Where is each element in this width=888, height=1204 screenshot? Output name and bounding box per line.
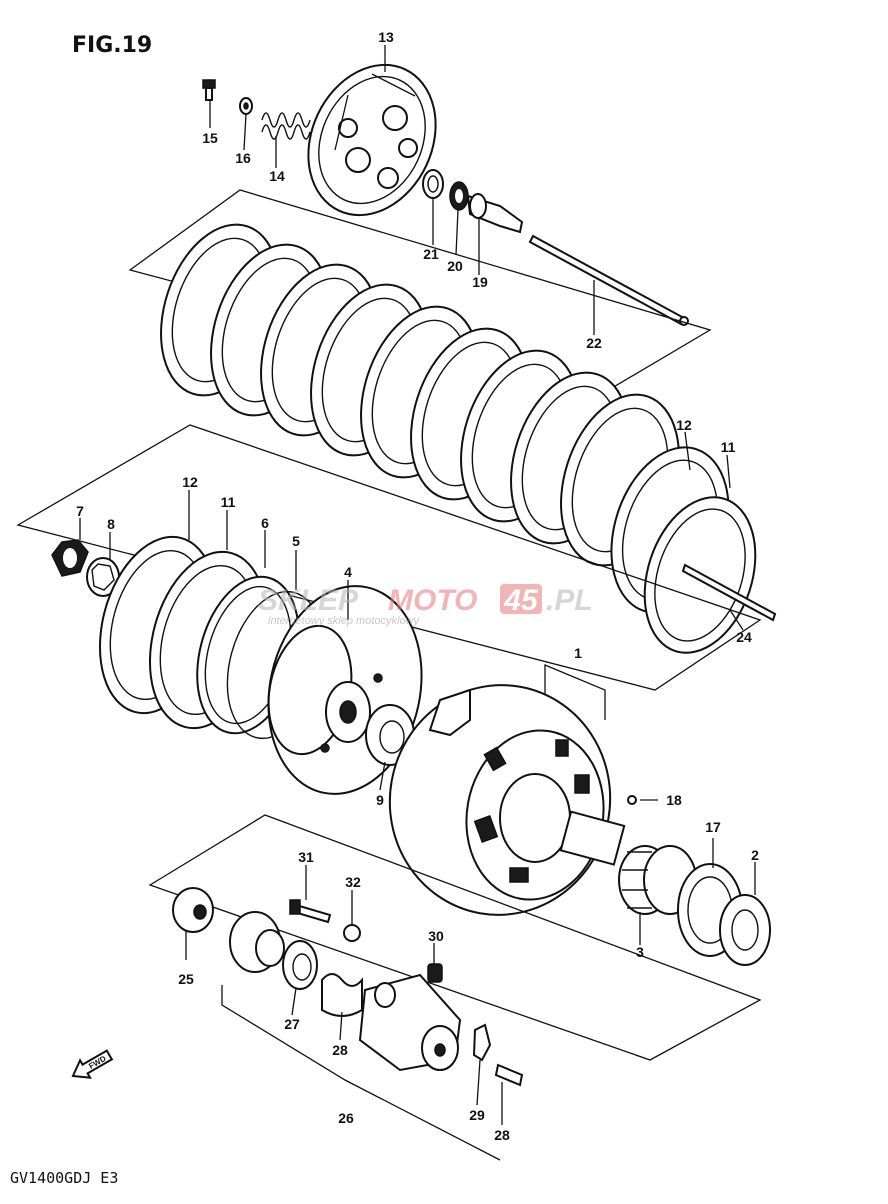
cap-24	[172, 887, 214, 933]
seal-26	[282, 940, 318, 990]
callout-7: 7	[76, 503, 84, 519]
callout-2: 2	[751, 847, 759, 863]
callout-23: 24	[736, 629, 752, 645]
watermark-tagline: internetowy sklep motocyklowy	[268, 615, 421, 627]
rod-22	[528, 234, 689, 326]
callout-12-right: 12	[676, 417, 692, 433]
boot-27	[321, 973, 363, 1017]
nut-7	[51, 539, 89, 577]
watermark-brand-part3: 45	[503, 584, 539, 617]
callout-12-left: 12	[182, 474, 198, 490]
washer-2	[719, 894, 771, 966]
watermark-brand-part2: MOTO	[388, 584, 477, 617]
bolt-31	[289, 899, 332, 924]
washer-16	[239, 97, 253, 115]
callout-1: 1	[574, 645, 582, 661]
washer-32	[343, 924, 361, 942]
callout-26: 27	[284, 1016, 300, 1032]
washer-21	[422, 169, 444, 199]
pressure-plate-13	[307, 63, 437, 217]
callout-bracket-25	[221, 985, 501, 1161]
callout-5: 5	[292, 533, 300, 549]
push-piece-19	[466, 193, 524, 234]
callout-20: 20	[447, 258, 463, 274]
clutch-plate-stack	[160, 223, 757, 654]
release-group-boundary	[148, 814, 762, 1061]
callout-30: 30	[428, 928, 444, 944]
leader-lines	[79, 45, 756, 1125]
callout-28: 28	[494, 1127, 510, 1143]
callout-9: 9	[376, 792, 384, 808]
callout-17: 17	[705, 819, 721, 835]
watermark-brand-part1: SKLEP	[258, 584, 359, 617]
callout-32: 32	[345, 874, 361, 890]
ball-18	[627, 795, 658, 805]
callout-24: 25	[178, 971, 194, 987]
pin-30	[427, 963, 443, 983]
callout-6: 6	[261, 515, 269, 531]
callout-14: 14	[269, 168, 285, 184]
bleeder-cap-29	[472, 1023, 492, 1062]
bolt-15	[202, 79, 216, 101]
forward-arrow-icon: FWD	[71, 1049, 114, 1079]
callout-31: 31	[298, 849, 314, 865]
callout-bracket-1	[544, 664, 606, 720]
bleeder-valve-28	[494, 1063, 524, 1087]
lockwasher-8	[86, 557, 120, 597]
piston-cup-26-left	[229, 911, 285, 973]
figure-title: FIG.19	[72, 33, 152, 58]
callout-16: 16	[235, 150, 251, 166]
callout-19: 19	[472, 274, 488, 290]
callout-10: 11	[721, 439, 736, 455]
callout-22: 22	[586, 335, 602, 351]
callout-29: 29	[469, 1107, 485, 1123]
callout-8: 8	[107, 516, 115, 532]
callout-13: 13	[378, 29, 394, 45]
rod-23	[681, 563, 777, 622]
spring-14	[261, 112, 311, 140]
callout-27: 28	[332, 1042, 348, 1058]
plate-group-boundary	[16, 424, 762, 691]
primary-driven-gear-1	[388, 684, 626, 916]
release-cylinder-25	[358, 973, 462, 1072]
callout-4: 4	[344, 564, 352, 580]
callout-25: 26	[338, 1110, 354, 1126]
callout-15: 15	[202, 130, 218, 146]
callout-21: 21	[423, 246, 439, 262]
watermark-brand-suffix: .PL	[546, 584, 593, 617]
watermark: SKLEP MOTO 45 .PL internetowy sklep moto…	[258, 584, 593, 627]
model-code: GV1400GDJ E3	[10, 1169, 118, 1187]
bearing-20	[449, 181, 469, 211]
callout-18: 18	[666, 792, 682, 808]
callout-11: 11	[221, 494, 236, 510]
callout-3: 3	[636, 944, 644, 960]
